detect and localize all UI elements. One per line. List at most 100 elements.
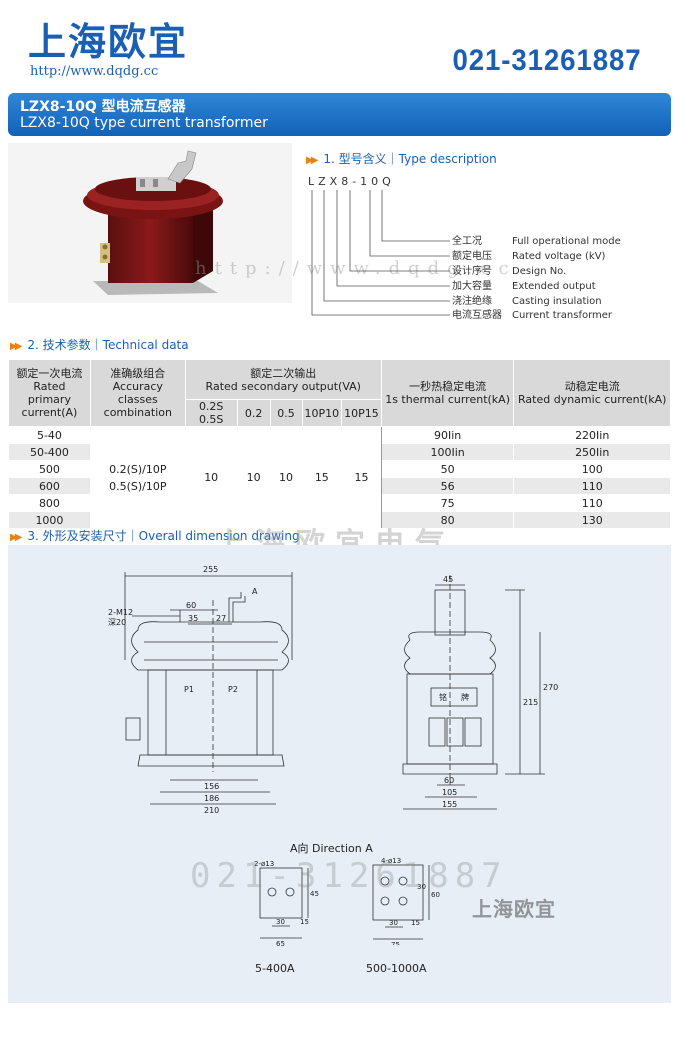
cell-output-4: 15 [341,426,382,529]
title-banner: LZX8-10Q 型电流互感器 LZX8-10Q type current tr… [8,93,671,136]
cell-dynamic: 220Iin [513,426,671,444]
desc-cn-1: 额定电压 [452,249,492,262]
dim-30-small: 30 [276,918,285,926]
cell-primary: 5-40 [8,426,91,444]
section-arrow-icon: ▶▶ [306,155,319,166]
title-en: LZX8-10Q type current transformer [20,115,268,131]
label-p2: P2 [228,685,238,694]
subheader-4: 10P15 [341,399,382,427]
brand-logo-text: 上海欧宜 [28,20,189,64]
subheader-0: 0.2S 0.5S [184,399,238,427]
cell-thermal: 50 [380,460,515,478]
table-row: 1000 80 130 [8,511,671,529]
dimension-drawing-panel [8,545,671,1003]
hole-pattern-5-400a: 2-ø13 45 30 15 65 [254,860,319,948]
cell-dynamic: 110 [513,494,671,512]
website-url[interactable]: http://www.dqdg.cc [30,64,159,79]
cell-thermal: 100Iin [380,443,515,461]
desc-cn-0: 全工况 [452,234,482,247]
dim-15-small: 15 [300,918,309,926]
dim-255: 255 [203,565,218,574]
cell-output-2: 10 [269,426,303,529]
cell-output-0: 10 [184,426,238,529]
dim-2-phi13: 2-ø13 [254,860,274,868]
section1-heading: ▶▶1. 型号含义｜Type description [306,150,497,167]
dim-30-small2b: 30 [389,919,398,927]
subheader-3: 10P10 [301,399,343,427]
dim-215: 215 [523,698,538,707]
section2-title: 2. 技术参数｜Technical data [27,338,189,352]
front-view-drawing: 255 2-M12 深20 60 35 27 A P1 P2 156 186 2… [108,565,293,815]
type-description-diagram: 全工况 Full operational mode 额定电压 Rated vol… [311,190,621,321]
cell-output-1: 10 [236,426,271,529]
side-view-drawing: 45 270 215 铭 牌 60 105 155 [402,575,558,810]
cell-thermal: 90Iin [380,426,515,444]
section-arrow-icon: ▶▶ [10,341,23,352]
subheader-1: 0.2 [236,399,271,427]
dim-45-small: 45 [310,890,319,898]
title-cn: LZX8-10Q 型电流互感器 [20,99,186,115]
dim-75: 75 [391,941,400,945]
caption-500-1000a: 500-1000A [366,962,427,975]
cell-output-3: 15 [301,426,343,529]
phone-number: 021-31261887 [452,44,642,77]
dim-15-small2: 15 [411,919,420,927]
product-photo [8,143,292,303]
desc-en-5: Current transformer [512,310,613,321]
cell-dynamic: 250Iin [513,443,671,461]
dim-45: 45 [443,575,453,584]
dim-65: 65 [276,940,285,948]
dim-35: 35 [188,614,198,623]
subheader-2: 0.5 [269,399,303,427]
dim-156: 156 [204,782,219,791]
hole-pattern-500-1000a: 4-ø13 30 60 30 15 75 [372,857,440,945]
dim-60-side: 60 [444,776,454,785]
cell-primary: 800 [8,494,91,512]
desc-en-3: Extended output [512,281,596,292]
dim-2-m12: 2-M12 [108,608,133,617]
dim-60-small2: 60 [431,891,440,899]
dim-105: 105 [442,788,457,797]
cell-primary: 1000 [8,511,91,529]
cell-primary: 600 [8,477,91,495]
cell-primary: 500 [8,460,91,478]
dim-186: 186 [204,794,219,803]
type-code: LZX8-10Q [308,175,395,188]
dim-30-small2a: 30 [417,883,426,891]
dim-60: 60 [186,601,196,610]
section3-title: 3. 外形及安装尺寸｜Overall dimension drawing [27,529,300,543]
url-watermark: http://www.dqdg.cc [195,258,517,279]
dim-27: 27 [216,614,226,623]
cell-thermal: 80 [380,511,515,529]
cell-primary: 50-400 [8,443,91,461]
phone-watermark: 021-31261887 [190,856,508,896]
cell-thermal: 56 [380,477,515,495]
desc-cn-3: 加大容量 [452,279,492,292]
desc-en-4: Casting insulation [512,296,602,307]
nameplate-char-2: 牌 [461,692,469,702]
nameplate-char-1: 铭 [439,692,447,702]
dim-depth: 深20 [108,618,126,627]
desc-cn-4: 浇注绝缘 [452,294,492,307]
dim-155: 155 [442,800,457,809]
dim-a: A [252,587,258,596]
cell-dynamic: 110 [513,477,671,495]
cell-dynamic: 100 [513,460,671,478]
dim-4-phi13: 4-ø13 [381,857,401,865]
dim-270: 270 [543,683,558,692]
brand-watermark: 上海欧宜 [472,897,556,921]
caption-5-400a: 5-400A [255,962,295,975]
section3-heading: ▶▶ 3. 外形及安装尺寸｜Overall dimension drawing [10,527,300,544]
section-arrow-icon: ▶▶ [10,532,23,543]
dim-210: 210 [204,806,219,815]
direction-a-label: A向 Direction A [290,842,373,855]
cell-thermal: 75 [380,494,515,512]
section2-heading: ▶▶ 2. 技术参数｜Technical data [10,336,189,353]
cell-dynamic: 130 [513,511,671,529]
